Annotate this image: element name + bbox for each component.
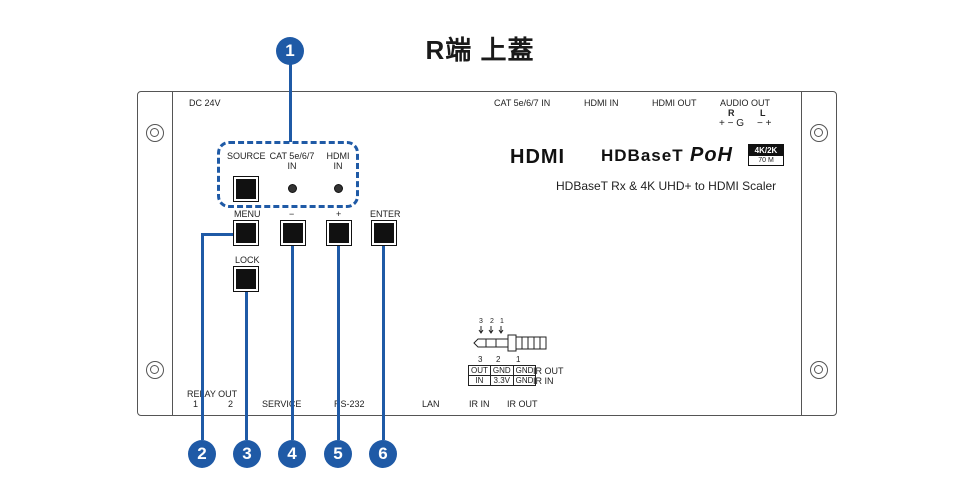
audio-r-label: R: [728, 108, 735, 118]
audio-out-label: AUDIO OUT: [720, 98, 771, 108]
70m-text: 70 M: [758, 157, 774, 164]
badge-6: 6: [369, 440, 397, 468]
hdmi-logo: HDMI: [510, 146, 566, 168]
jack-pin-3: 3: [479, 318, 483, 325]
badge-2: 2: [188, 440, 216, 468]
minus-label: −: [289, 209, 295, 219]
leader-2-horizontal: [201, 233, 233, 236]
rs232-label: RS-232: [334, 399, 365, 409]
4k-text: 4K: [754, 146, 765, 155]
enter-label: ENTER: [370, 209, 401, 219]
leader-6: [382, 246, 385, 440]
audio-l-label: L: [760, 108, 766, 118]
lan-label: LAN: [422, 399, 440, 409]
hdmi-out-label: HDMI OUT: [652, 98, 697, 108]
jack-pin-1: 1: [500, 318, 504, 325]
audio-pins-l: − +: [757, 118, 772, 129]
hdmi-in-label: HDMI IN: [584, 98, 619, 108]
ir-cell: GND: [489, 365, 514, 376]
badge-5: 5: [324, 440, 352, 468]
hdmi-led-label-2: IN: [333, 161, 343, 171]
cat-in-label: CAT 5e/6/7 IN: [494, 98, 551, 108]
poh-logo: PoH: [690, 144, 733, 166]
col-num-1: 1: [516, 355, 521, 364]
leader-2: [201, 233, 204, 440]
ir-jack-icon: [473, 326, 547, 352]
lock-button[interactable]: [233, 266, 259, 292]
2k-text: 2K: [767, 146, 778, 155]
cat-led-label-1: CAT 5e/6/7: [269, 151, 315, 161]
enter-button[interactable]: [371, 220, 397, 246]
screw-icon: [146, 361, 164, 379]
leader-5: [337, 246, 340, 440]
ir-in-row-label: IR IN: [533, 376, 554, 386]
screw-icon: [810, 124, 828, 142]
left-flange: [137, 91, 173, 416]
hdmi-led-label: HDMI IN: [326, 151, 350, 171]
lock-label: LOCK: [235, 255, 260, 265]
relay-out-label: RELAY OUT: [187, 389, 238, 399]
source-label: SOURCE: [227, 151, 266, 161]
product-description: HDBaseT Rx & 4K UHD+ to HDMI Scaler: [556, 179, 777, 193]
source-indicator-group: [217, 141, 359, 208]
hdmi-in-led: [334, 184, 343, 193]
ir-in-row: IN 3.3V GND: [468, 375, 537, 386]
badge-4: 4: [278, 440, 306, 468]
ir-cell: OUT: [468, 365, 491, 376]
page-title: R端 上蓋: [425, 35, 535, 65]
minus-button[interactable]: [280, 220, 306, 246]
service-label: SERVICE: [262, 399, 302, 409]
ir-cell: 3.3V: [489, 375, 514, 386]
cat-led-label: CAT 5e/6/7 IN: [268, 151, 316, 171]
relay-1-label: 1: [193, 399, 199, 409]
ir-out-label: IR OUT: [507, 399, 538, 409]
leader-1: [289, 64, 292, 142]
hdmi-led-label-1: HDMI: [326, 151, 350, 161]
audio-pins-r: + − G: [719, 118, 745, 129]
badge-3: 3: [233, 440, 261, 468]
badge-1: 1: [276, 37, 304, 65]
device-panel: [137, 91, 837, 416]
hdbaset-logo: HDBaseT: [601, 146, 684, 165]
plus-label: +: [336, 209, 342, 219]
right-flange: [801, 91, 837, 416]
ir-in-label: IR IN: [469, 399, 490, 409]
ir-pin-table: OUT GND GND IN 3.3V GND: [468, 365, 537, 386]
leader-4: [291, 246, 294, 440]
menu-button[interactable]: [233, 220, 259, 246]
ir-out-row: OUT GND GND: [468, 365, 537, 376]
relay-2-label: 2: [228, 399, 234, 409]
screw-icon: [810, 361, 828, 379]
leader-3: [245, 292, 248, 440]
ir-cell: GND: [512, 375, 537, 386]
source-button[interactable]: [233, 176, 259, 202]
screw-icon: [146, 124, 164, 142]
plus-button[interactable]: [326, 220, 352, 246]
4k-logo: 4K/2K 70 M: [748, 144, 784, 166]
col-num-3: 3: [478, 355, 483, 364]
jack-pin-2: 2: [490, 318, 494, 325]
ir-cell: IN: [468, 375, 491, 386]
menu-label: MENU: [234, 209, 261, 219]
ir-out-row-label: IR OUT: [533, 366, 564, 376]
cat-led-label-2: IN: [287, 161, 297, 171]
cat-in-led: [288, 184, 297, 193]
col-num-2: 2: [496, 355, 501, 364]
dc-label: DC 24V: [189, 98, 221, 108]
